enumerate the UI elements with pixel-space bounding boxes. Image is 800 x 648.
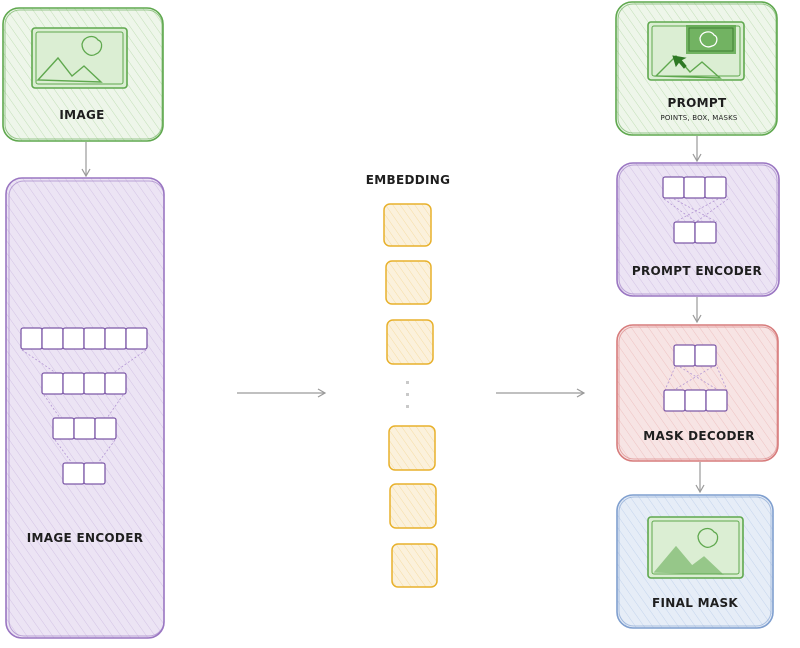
embedding-cell xyxy=(386,319,434,365)
prompt-encoder-label: PROMPT ENCODER xyxy=(631,264,763,278)
embedding-cell xyxy=(385,260,432,305)
image-encoder-label: IMAGE ENCODER xyxy=(26,531,144,545)
prompt-encoder-network xyxy=(662,176,729,244)
ellipsis-icon xyxy=(406,381,409,408)
image-icon xyxy=(31,27,128,89)
image-encoder-network xyxy=(20,327,148,485)
cursor-icon xyxy=(672,55,687,69)
embedding-label: EMBEDDING xyxy=(365,173,451,187)
prompt-sub-label: POINTS, BOX, MASKS xyxy=(660,114,738,122)
embedding-cell xyxy=(388,425,436,471)
mask-decoder-network xyxy=(663,344,728,412)
embedding-stack xyxy=(383,203,438,588)
prompt-label: PROMPT xyxy=(667,96,727,110)
embedding-cell xyxy=(391,543,438,588)
image-encoder-box xyxy=(5,177,165,639)
image-icon xyxy=(647,516,744,579)
mask-decoder-label: MASK DECODER xyxy=(643,429,755,443)
embedding-cell xyxy=(383,203,432,247)
final-mask-label: FINAL MASK xyxy=(652,596,738,610)
embedding-cell xyxy=(389,483,437,529)
image-label: IMAGE xyxy=(59,108,105,122)
image-icon xyxy=(647,21,745,81)
